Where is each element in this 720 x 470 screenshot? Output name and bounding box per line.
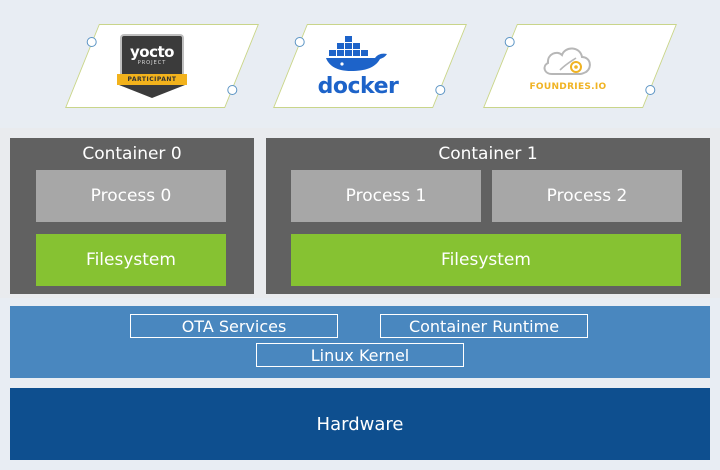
container-title: Container 0: [82, 144, 182, 164]
container-1: Container 1 Process 1 Process 2 Filesyst…: [266, 138, 710, 294]
yocto-badge-tip: [119, 85, 185, 98]
foundries-logo: FOUNDRIES.IO: [488, 24, 648, 108]
yocto-participant-ribbon: PARTICIPANT: [117, 74, 187, 85]
yocto-wordmark: yocto: [130, 42, 174, 61]
docker-logo: docker: [278, 24, 438, 108]
hardware-label: Hardware: [316, 413, 404, 435]
process-box: Process 1: [291, 170, 481, 222]
cloud-gear-icon: [543, 47, 591, 75]
hardware-layer: Hardware: [10, 388, 710, 460]
filesystem-box: Filesystem: [291, 234, 681, 286]
yocto-logo: yocto PROJECT PARTICIPANT: [72, 24, 232, 108]
container-layer: Container 0 Process 0 Filesystem Contain…: [0, 128, 720, 298]
linux-kernel-box: Linux Kernel: [256, 343, 464, 367]
logo-row: yocto PROJECT PARTICIPANT: [0, 0, 720, 128]
os-layer: OTA Services Container Runtime Linux Ker…: [10, 306, 710, 378]
container-0: Container 0 Process 0 Filesystem: [10, 138, 254, 294]
yocto-project-text: PROJECT: [137, 59, 167, 66]
container-runtime-box: Container Runtime: [380, 314, 588, 338]
docker-wordmark: docker: [317, 73, 399, 99]
docker-whale-icon: [326, 35, 387, 71]
container-title: Container 1: [438, 144, 538, 164]
process-box: Process 2: [492, 170, 682, 222]
ota-services-box: OTA Services: [130, 314, 338, 338]
foundries-wordmark: FOUNDRIES.IO: [529, 82, 607, 92]
process-box: Process 0: [36, 170, 226, 222]
filesystem-box: Filesystem: [36, 234, 226, 286]
